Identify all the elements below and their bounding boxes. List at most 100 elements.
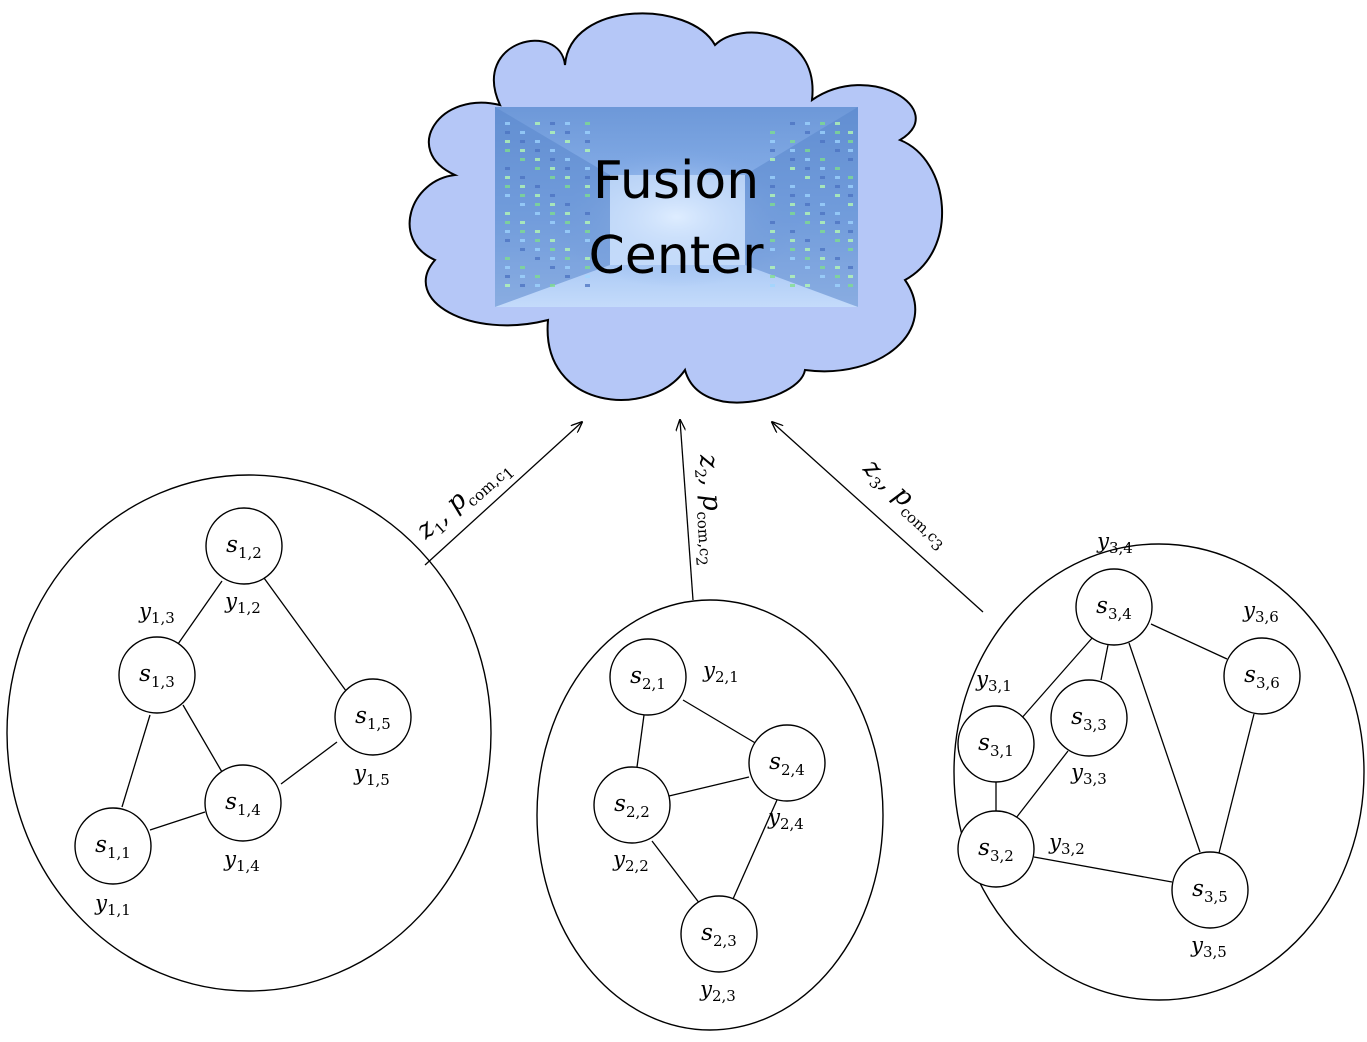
rack-light	[820, 212, 825, 215]
rack-light	[520, 158, 525, 161]
rack-light	[520, 248, 525, 251]
rack-light	[505, 239, 510, 242]
rack-light	[520, 185, 525, 188]
node-s-1-1: s1,1	[74, 807, 152, 885]
edge-s24-s23	[732, 799, 778, 900]
rack-light	[790, 248, 795, 251]
rack-light	[520, 221, 525, 224]
rack-light	[835, 212, 840, 215]
node-s-3-4: s3,4	[1075, 568, 1153, 646]
rack-light	[520, 203, 525, 206]
rack-light	[848, 221, 853, 224]
svg-text:s1,4: s1,4	[225, 789, 261, 819]
rack-light	[820, 167, 825, 170]
rack-light	[505, 131, 510, 134]
uplink-label-c1: z1, pcom,c1	[410, 449, 519, 552]
rack-light	[835, 185, 840, 188]
rack-light	[770, 158, 775, 161]
rack-light	[505, 266, 510, 269]
rack-light	[550, 221, 555, 224]
rack-light	[550, 176, 555, 179]
rack-light	[835, 140, 840, 143]
rack-light	[790, 149, 795, 152]
rack-light	[820, 140, 825, 143]
rack-light	[585, 122, 590, 125]
rack-light	[565, 185, 570, 188]
rack-light	[805, 176, 810, 179]
cluster-3: s3,4 s3,6 s3,3 s3,1 s3,2 s3,5 y3,4 y3,6 …	[953, 529, 1365, 1001]
rack-light	[848, 149, 853, 152]
rack-light	[790, 122, 795, 125]
cluster-1-edges	[121, 577, 350, 831]
rack-light	[805, 131, 810, 134]
rack-light	[835, 266, 840, 269]
cluster-1: s1,2 s1,3 s1,5 s1,4 s1,1 y1,3 y1,2 y1,5 …	[6, 474, 492, 992]
rack-light	[550, 194, 555, 197]
rack-light	[520, 149, 525, 152]
rack-light	[848, 284, 853, 287]
node-s-3-3: s3,3	[1050, 679, 1128, 757]
node-s-2-1: s2,1	[609, 638, 687, 716]
node-s-1-2: s1,2	[205, 507, 283, 585]
obs-y-2-1: y2,1	[702, 658, 739, 686]
rack-light	[585, 221, 590, 224]
rack-light	[535, 239, 540, 242]
rack-light	[770, 266, 775, 269]
rack-light	[505, 284, 510, 287]
rack-light	[835, 284, 840, 287]
uplink-arrow-c2	[680, 420, 694, 601]
rack-light	[585, 230, 590, 233]
rack-light	[535, 230, 540, 233]
rack-light	[520, 131, 525, 134]
rack-light	[585, 266, 590, 269]
node-s-2-2: s2,2	[593, 766, 671, 844]
rack-light	[820, 158, 825, 161]
rack-light	[820, 221, 825, 224]
node-s-3-6: s3,6	[1223, 637, 1301, 715]
rack-light	[585, 212, 590, 215]
rack-light	[790, 230, 795, 233]
rack-light	[565, 230, 570, 233]
rack-light	[770, 230, 775, 233]
rack-light	[790, 203, 795, 206]
obs-y-1-3: y1,3	[138, 599, 175, 627]
edge-s34-s36	[1150, 623, 1228, 660]
rack-light	[565, 131, 570, 134]
node-s-3-2: s3,2	[957, 810, 1035, 888]
rack-light	[770, 203, 775, 206]
rack-light	[820, 203, 825, 206]
rack-light	[848, 266, 853, 269]
rack-light	[535, 167, 540, 170]
obs-y-2-4: y2,4	[767, 805, 804, 833]
cluster-2-outline	[536, 599, 884, 1031]
cluster-3-edges	[995, 623, 1255, 883]
rack-light	[505, 176, 510, 179]
obs-y-3-2: y3,2	[1048, 830, 1085, 858]
obs-y-1-2: y1,2	[224, 589, 261, 617]
svg-text:s3,3: s3,3	[1071, 704, 1107, 734]
edge-s13-s14	[182, 704, 223, 773]
svg-text:s2,2: s2,2	[614, 791, 650, 821]
rack-light	[585, 167, 590, 170]
rack-light	[535, 149, 540, 152]
rack-light	[565, 140, 570, 143]
rack-light	[585, 140, 590, 143]
obs-y-3-3: y3,3	[1070, 760, 1107, 788]
rack-light	[770, 284, 775, 287]
rack-light	[790, 257, 795, 260]
rack-light	[805, 248, 810, 251]
cluster-3-outline	[953, 543, 1365, 1001]
edge-s34-s33	[1100, 644, 1109, 681]
rack-light	[520, 239, 525, 242]
rack-light	[520, 140, 525, 143]
rack-light	[505, 230, 510, 233]
fusion-center-cloud: Fusion Center	[408, 12, 944, 404]
rack-light	[550, 149, 555, 152]
rack-light	[520, 194, 525, 197]
svg-text:s2,3: s2,3	[701, 920, 737, 950]
cluster-1-outline	[6, 474, 492, 992]
rack-light	[585, 257, 590, 260]
rack-light	[820, 131, 825, 134]
rack-light	[585, 239, 590, 242]
rack-light	[535, 275, 540, 278]
